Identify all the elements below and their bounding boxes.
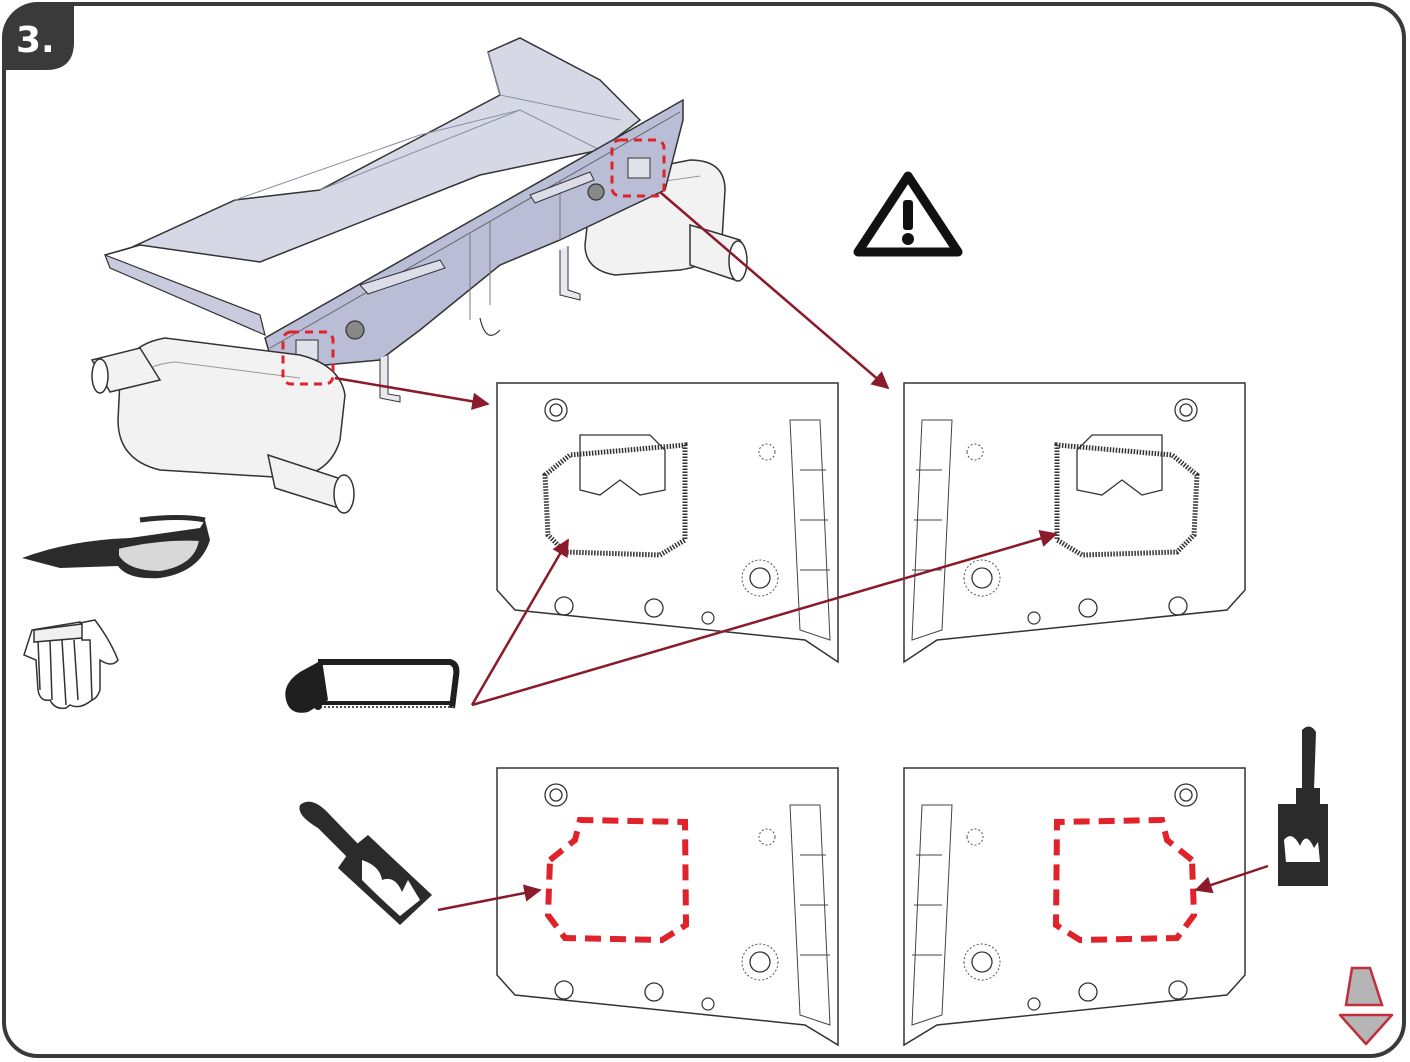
detail-panel-bottom-right [903, 767, 1246, 1047]
arrow-saw-left [470, 538, 570, 706]
step-number: 3. [16, 20, 55, 61]
arrow-left-detail [334, 376, 490, 410]
highlight-box-right [610, 138, 666, 198]
work-gloves-icon [23, 619, 119, 710]
arrow-right-detail [659, 191, 890, 390]
next-page-arrow-icon[interactable] [1338, 966, 1394, 1046]
exhaust-assembly-illustration [90, 37, 748, 514]
left-muffler [90, 337, 355, 514]
arrow-saw-right [471, 530, 1058, 707]
detail-panel-top-right [903, 382, 1246, 664]
highlight-box-left [281, 330, 335, 386]
warning-triangle-icon [853, 171, 963, 257]
arrow-brush-left [437, 884, 542, 912]
cut-outline-left [544, 816, 690, 944]
pointer-arrows [334, 191, 1269, 912]
cut-outline-right [1052, 816, 1198, 944]
safety-glasses-icon [22, 515, 210, 579]
detail-panel-bottom-left [496, 767, 839, 1047]
paint-brush-right-icon [1278, 726, 1328, 886]
paint-brush-left-icon [299, 801, 432, 925]
step-badge: 3. [4, 4, 74, 70]
detail-panel-top-left [496, 382, 839, 664]
hacksaw-icon [285, 659, 460, 713]
arrow-brush-right [1194, 864, 1269, 894]
